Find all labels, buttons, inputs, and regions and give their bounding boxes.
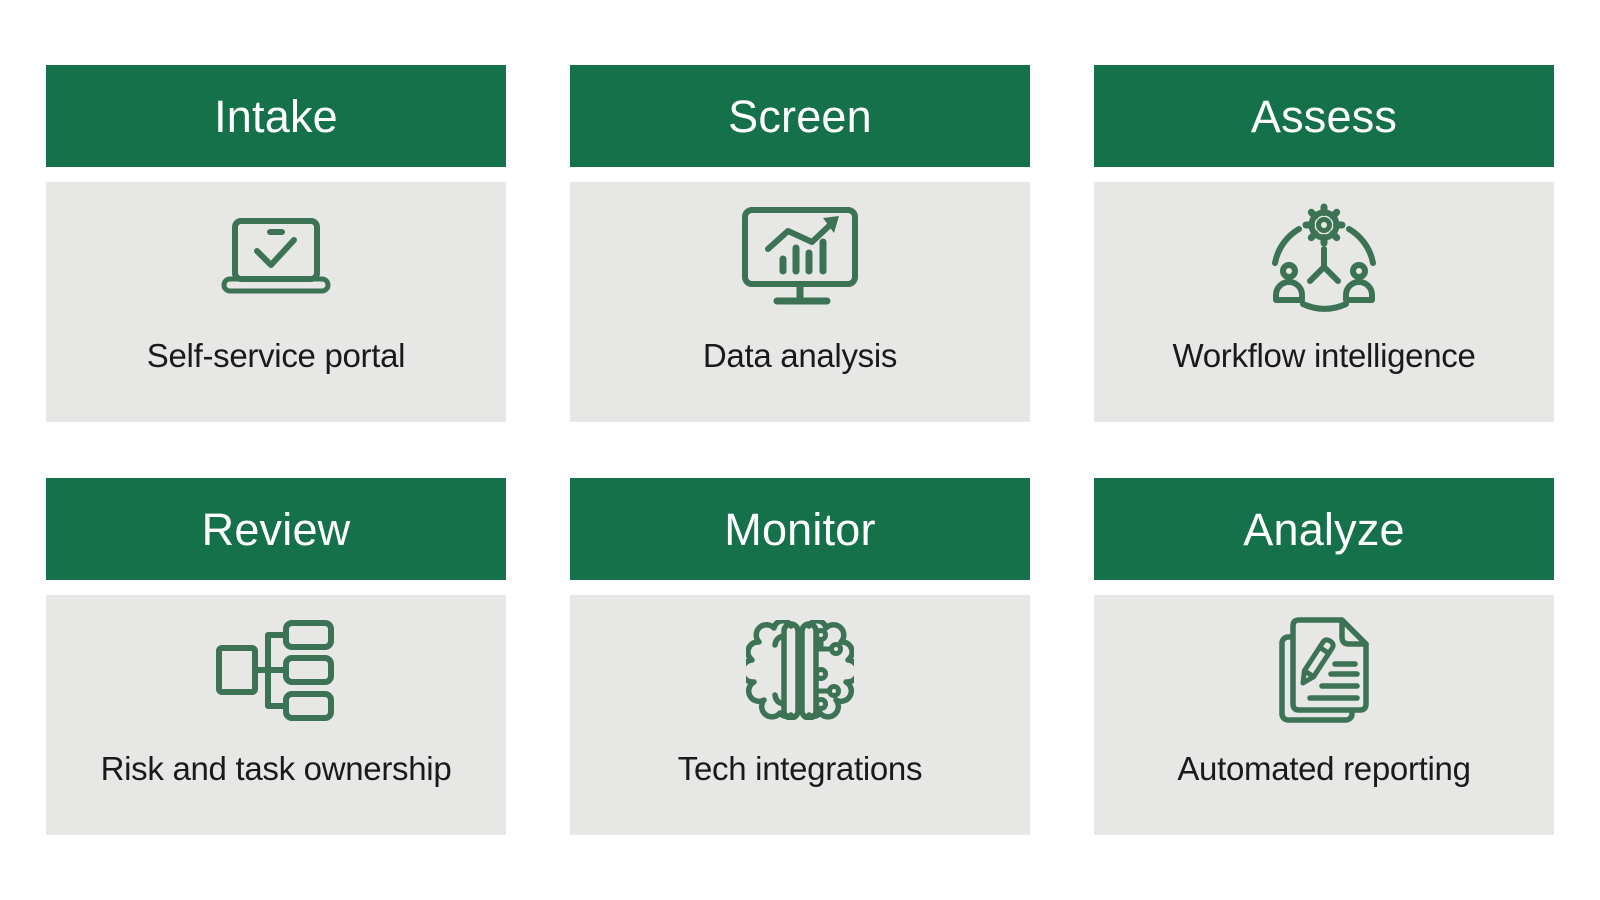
card-header: Intake — [46, 65, 506, 167]
card-body: Automated reporting — [1094, 595, 1554, 835]
document-pencil-icon — [1278, 615, 1370, 725]
card-header: Review — [46, 478, 506, 580]
process-card-grid: Intake Self-service portal Screen — [46, 65, 1554, 835]
card-label: Automated reporting — [1177, 750, 1471, 787]
card-monitor: Monitor — [570, 478, 1030, 835]
card-body: Workflow intelligence — [1094, 182, 1554, 422]
card-label: Self-service portal — [146, 337, 406, 374]
card-body: Risk and task ownership — [46, 595, 506, 835]
card-title: Review — [201, 503, 351, 555]
card-header: Analyze — [1094, 478, 1554, 580]
card-title: Monitor — [724, 503, 876, 555]
card-body: Data analysis — [570, 182, 1030, 422]
card-header: Screen — [570, 65, 1030, 167]
laptop-check-icon — [221, 202, 331, 312]
card-body: Tech integrations — [570, 595, 1030, 835]
card-label: Workflow intelligence — [1172, 337, 1476, 374]
card-title: Analyze — [1243, 503, 1405, 555]
card-body: Self-service portal — [46, 182, 506, 422]
card-intake: Intake Self-service portal — [46, 65, 506, 422]
card-assess: Assess — [1094, 65, 1554, 422]
card-review: Review Risk and task ownership — [46, 478, 506, 835]
card-header: Assess — [1094, 65, 1554, 167]
card-label: Risk and task ownership — [100, 750, 452, 787]
card-header: Monitor — [570, 478, 1030, 580]
card-label: Tech integrations — [677, 750, 923, 787]
org-chart-icon — [215, 615, 337, 725]
card-title: Screen — [728, 90, 872, 142]
card-title: Intake — [214, 90, 338, 142]
card-screen: Screen Data analysis — [570, 65, 1030, 422]
card-title: Assess — [1250, 90, 1398, 142]
people-gear-network-icon — [1261, 202, 1388, 312]
card-label: Data analysis — [702, 337, 898, 374]
card-analyze: Analyze Automated reporting — [1094, 478, 1554, 835]
monitor-chart-icon — [742, 202, 858, 312]
ai-brain-icon — [746, 615, 854, 725]
